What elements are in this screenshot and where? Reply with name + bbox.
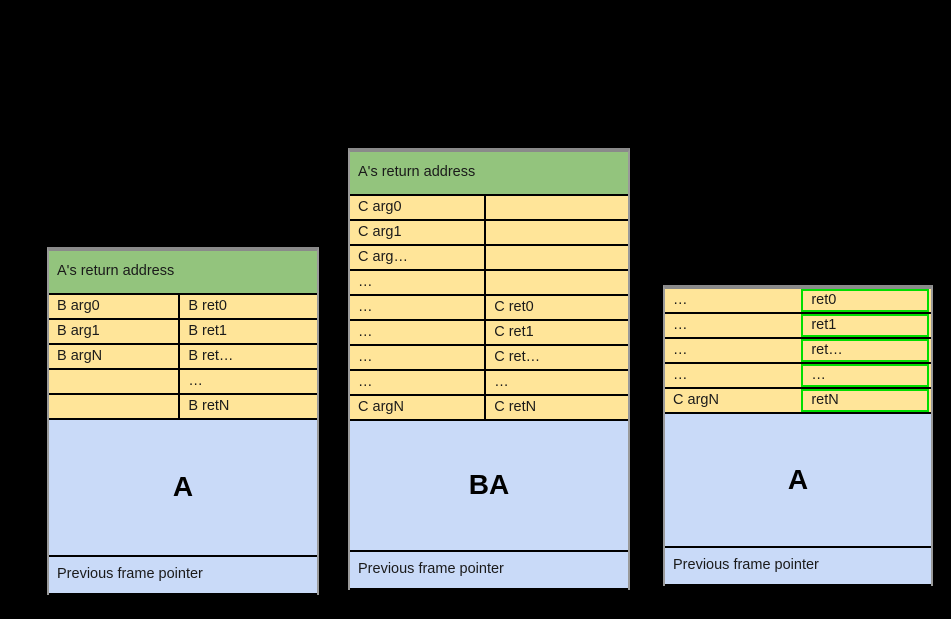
argument-cell: C argN [350,396,487,419]
stack-slot-row: B retN [49,395,317,420]
stack-slot-row: C arg0 [350,196,628,221]
stack-slot-row: … [49,370,317,395]
argument-cell: … [665,289,804,312]
return-value-cell: C retN [486,396,628,419]
previous-frame-pointer-row: Previous frame pointer [665,548,931,586]
return-address-row: A's return address [350,152,628,196]
return-value-cell: B ret1 [180,320,317,343]
argument-cell: … [665,339,804,362]
argument-cell: B arg0 [49,295,181,318]
return-value-cell: retN [801,389,929,412]
frame-body-row: A [49,420,317,557]
return-value-cell [486,246,628,269]
argument-cell: B arg1 [49,320,181,343]
return-value-cell: … [801,364,929,387]
previous-frame-pointer-row: Previous frame pointer [350,552,628,590]
argument-cell: … [350,296,487,319]
stack-slot-row: …ret… [665,339,931,364]
return-value-cell: C ret0 [486,296,628,319]
return-address-label: A's return address [49,251,317,293]
frame-body-row: A [665,414,931,548]
previous-frame-pointer-label: Previous frame pointer [665,548,931,584]
return-value-cell: ret0 [801,289,929,312]
previous-frame-pointer-label: Previous frame pointer [49,557,317,593]
previous-frame-pointer-row: Previous frame pointer [49,557,317,595]
stack-slot-row: …… [350,371,628,396]
return-value-cell: … [486,371,628,394]
argument-cell: … [350,321,487,344]
return-value-cell: ret1 [801,314,929,337]
stack-slot-row: …ret1 [665,314,931,339]
argument-cell: C arg0 [350,196,487,219]
argument-cell: … [665,314,804,337]
argument-cell: C argN [665,389,804,412]
argument-cell: C arg… [350,246,487,269]
argument-cell: B argN [49,345,181,368]
return-value-cell: B ret… [180,345,317,368]
argument-cell: … [350,346,487,369]
stack-slot-row: …C ret… [350,346,628,371]
return-address-row: A's return address [49,251,317,295]
argument-cell: C arg1 [350,221,487,244]
stack-slot-row: …… [665,364,931,389]
return-address-label: A's return address [350,152,628,194]
stack-slot-row: …C ret1 [350,321,628,346]
stack-slot-row: …C ret0 [350,296,628,321]
argument-cell: … [350,271,487,294]
frame-body-label: BA [350,470,628,501]
stack-slot-row: …ret0 [665,289,931,314]
frame-body-row: BA [350,421,628,552]
frame-body-label: A [49,472,317,503]
return-value-cell: B ret0 [180,295,317,318]
argument-cell [49,370,181,393]
stack-slot-row: C arg… [350,246,628,271]
return-value-cell [486,221,628,244]
stack-slot-row: … [350,271,628,296]
stack-slot-row: C arg1 [350,221,628,246]
return-value-cell: B retN [180,395,317,418]
previous-frame-pointer-label: Previous frame pointer [350,552,628,588]
return-value-cell: C ret… [486,346,628,369]
return-value-cell: … [180,370,317,393]
frame-body-label: A [665,464,931,496]
return-value-cell: ret… [801,339,929,362]
argument-cell: … [350,371,487,394]
return-value-cell: C ret1 [486,321,628,344]
return-value-cell [486,271,628,294]
return-value-cell [486,196,628,219]
argument-cell: … [665,364,804,387]
argument-cell [49,395,181,418]
